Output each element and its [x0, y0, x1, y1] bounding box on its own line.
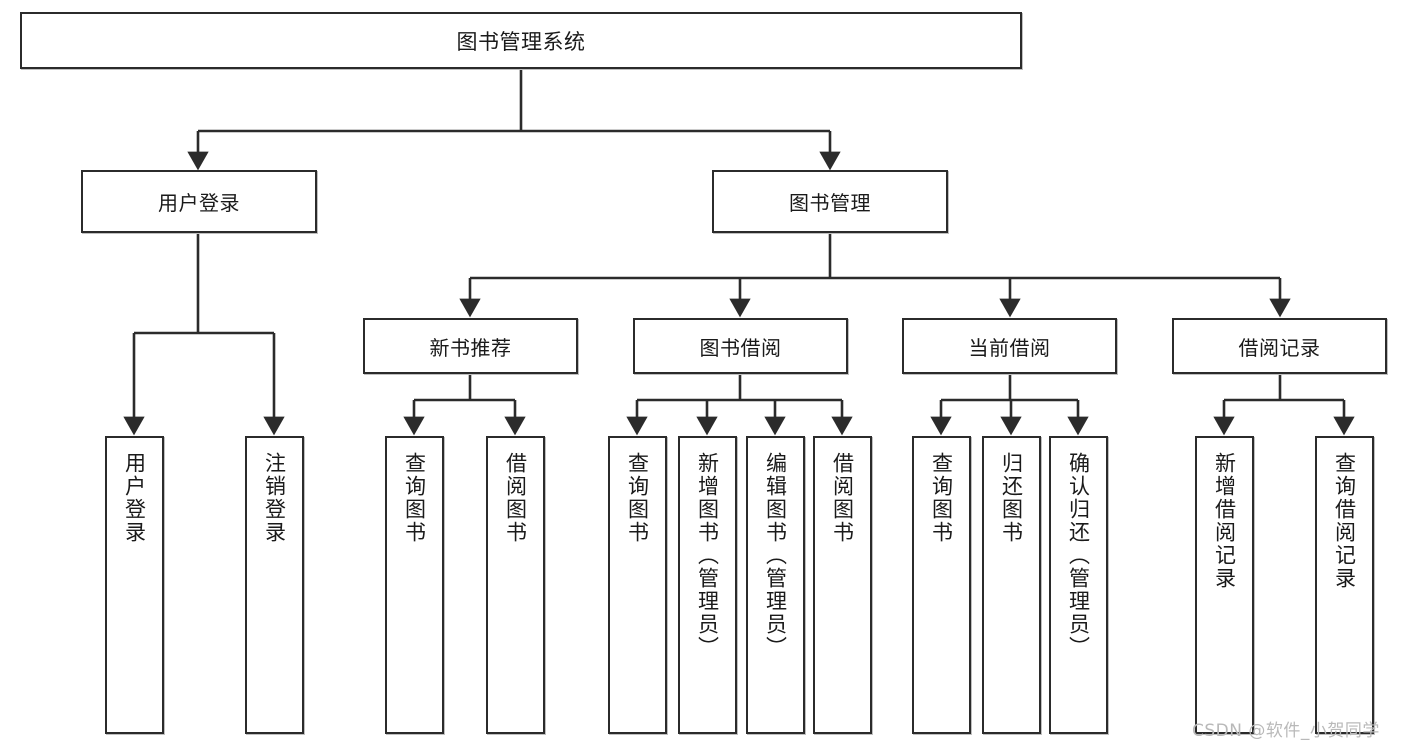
node-book-management[interactable]: 图书管理	[712, 170, 948, 233]
leaf-borrow-book[interactable]: 借阅图书	[813, 436, 872, 734]
leaf-edit-book-admin[interactable]: 编辑图书（管理员）	[746, 436, 805, 734]
node-label: 注销登录	[262, 452, 287, 544]
node-label: 用户登录	[158, 191, 240, 215]
node-label: 新增借阅记录	[1212, 452, 1237, 590]
node-borrow-record[interactable]: 借阅记录	[1172, 318, 1387, 374]
node-label: 图书借阅	[699, 335, 782, 360]
node-label: 查询图书	[625, 452, 650, 544]
node-label: 新增图书（管理员）	[695, 452, 720, 659]
leaf-new-book-borrow[interactable]: 借阅图书	[486, 436, 545, 734]
node-label: 查询图书	[402, 452, 427, 544]
node-new-book-recommend[interactable]: 新书推荐	[363, 318, 578, 374]
node-label: 用户登录	[122, 452, 147, 544]
leaf-logout[interactable]: 注销登录	[245, 436, 304, 734]
leaf-borrow-query-book[interactable]: 查询图书	[608, 436, 667, 734]
node-label: 编辑图书（管理员）	[763, 452, 788, 659]
leaf-add-book-admin[interactable]: 新增图书（管理员）	[678, 436, 737, 734]
leaf-confirm-return-admin[interactable]: 确认归还（管理员）	[1049, 436, 1108, 734]
node-current-borrow[interactable]: 当前借阅	[902, 318, 1117, 374]
leaf-add-borrow-record[interactable]: 新增借阅记录	[1195, 436, 1254, 734]
csdn-watermark: CSDN @软件_小贺同学	[1192, 721, 1380, 741]
node-label: 确认归还（管理员）	[1066, 452, 1091, 659]
node-label: 查询图书	[929, 452, 954, 544]
node-label: 图书管理系统	[456, 29, 586, 54]
node-label: 借阅记录	[1238, 335, 1321, 360]
node-label: 查询借阅记录	[1332, 452, 1357, 590]
node-label: 借阅图书	[503, 452, 528, 544]
node-book-borrow[interactable]: 图书借阅	[633, 318, 848, 374]
node-label: 图书管理	[789, 191, 871, 215]
node-label: 借阅图书	[830, 452, 855, 544]
leaf-user-login[interactable]: 用户登录	[105, 436, 164, 734]
node-label: 当前借阅	[968, 335, 1051, 360]
node-user-login[interactable]: 用户登录	[81, 170, 317, 233]
leaf-return-book[interactable]: 归还图书	[982, 436, 1041, 734]
node-root-system[interactable]: 图书管理系统	[20, 12, 1022, 69]
leaf-query-borrow-record[interactable]: 查询借阅记录	[1315, 436, 1374, 734]
leaf-new-book-query[interactable]: 查询图书	[385, 436, 444, 734]
node-label: 归还图书	[999, 452, 1024, 544]
leaf-current-query-book[interactable]: 查询图书	[912, 436, 971, 734]
node-label: 新书推荐	[429, 335, 512, 360]
